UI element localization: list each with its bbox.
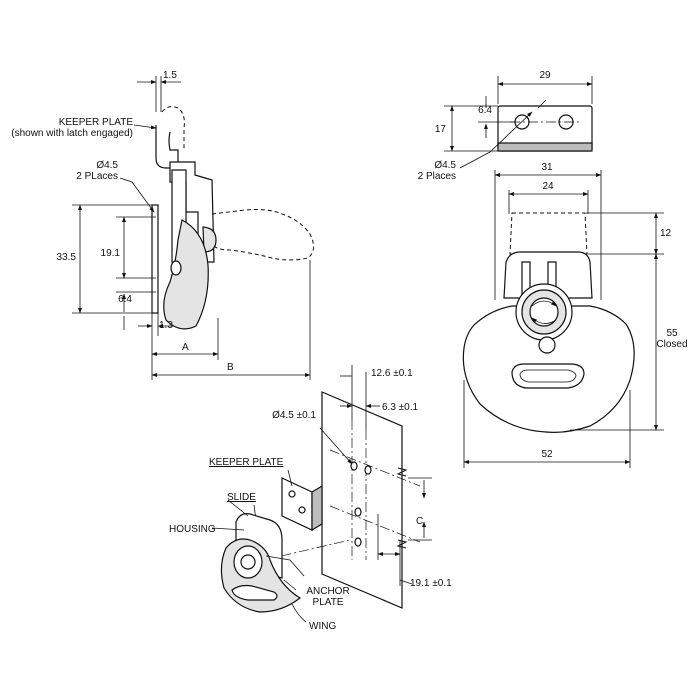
dim-19-1-label: 19.1: [100, 248, 120, 259]
dim-19-1-tol-label: 19.1 ±0.1: [410, 578, 452, 589]
dim-52-label: 52: [541, 449, 553, 460]
side-hole-size-label: Ø4.5: [96, 160, 118, 171]
keeper-hole-count-label: 2 Places: [417, 171, 456, 182]
anchor-plate-label-line2: PLATE: [312, 597, 344, 608]
keeper-plate-note: (shown with latch engaged): [11, 128, 133, 139]
dim-b-label: B: [227, 362, 234, 373]
anchor-plate-label: ANCHOR: [306, 586, 350, 597]
dim-1-3-label: 1.3: [159, 320, 173, 331]
dim-24-label: 24: [542, 181, 554, 192]
keeper-view: [444, 76, 593, 169]
keeper-plate-label: KEEPER PLATE: [58, 117, 133, 128]
dim-a-label: A: [182, 342, 189, 353]
slide-label: SLIDE: [227, 492, 256, 503]
dim-29-label: 29: [539, 70, 551, 81]
dim-17-label: 17: [434, 124, 446, 135]
dim-1-5-label: 1.5: [163, 70, 177, 81]
iso-keeper-plate-label: KEEPER PLATE: [209, 457, 284, 468]
dim-12-6-label: 12.6 ±0.1: [371, 368, 413, 379]
dim-33-5-label: 33.5: [56, 252, 76, 263]
dim-6-3-label: 6.3 ±0.1: [382, 402, 419, 413]
dim-6-4-label: 6.4: [118, 294, 132, 305]
dim-55-label: 55: [666, 328, 678, 339]
iso-hole-label: Ø4.5 ±0.1: [272, 410, 316, 421]
keeper-hole-size-label: Ø4.5: [434, 160, 456, 171]
dim-12-label: 12: [660, 228, 672, 239]
housing-label: HOUSING: [169, 524, 216, 535]
wing-label: WING: [309, 621, 337, 632]
dim-31-label: 31: [541, 162, 553, 173]
iso-view: [211, 365, 432, 623]
side-view: [72, 76, 314, 380]
keeper-dim-6-4-label: 6.4: [478, 105, 492, 116]
dim-c-label: C: [416, 516, 424, 527]
dim-55-note: Closed: [656, 339, 688, 350]
side-hole-count-label: 2 PLaces: [76, 171, 118, 182]
front-view: [462, 170, 664, 468]
